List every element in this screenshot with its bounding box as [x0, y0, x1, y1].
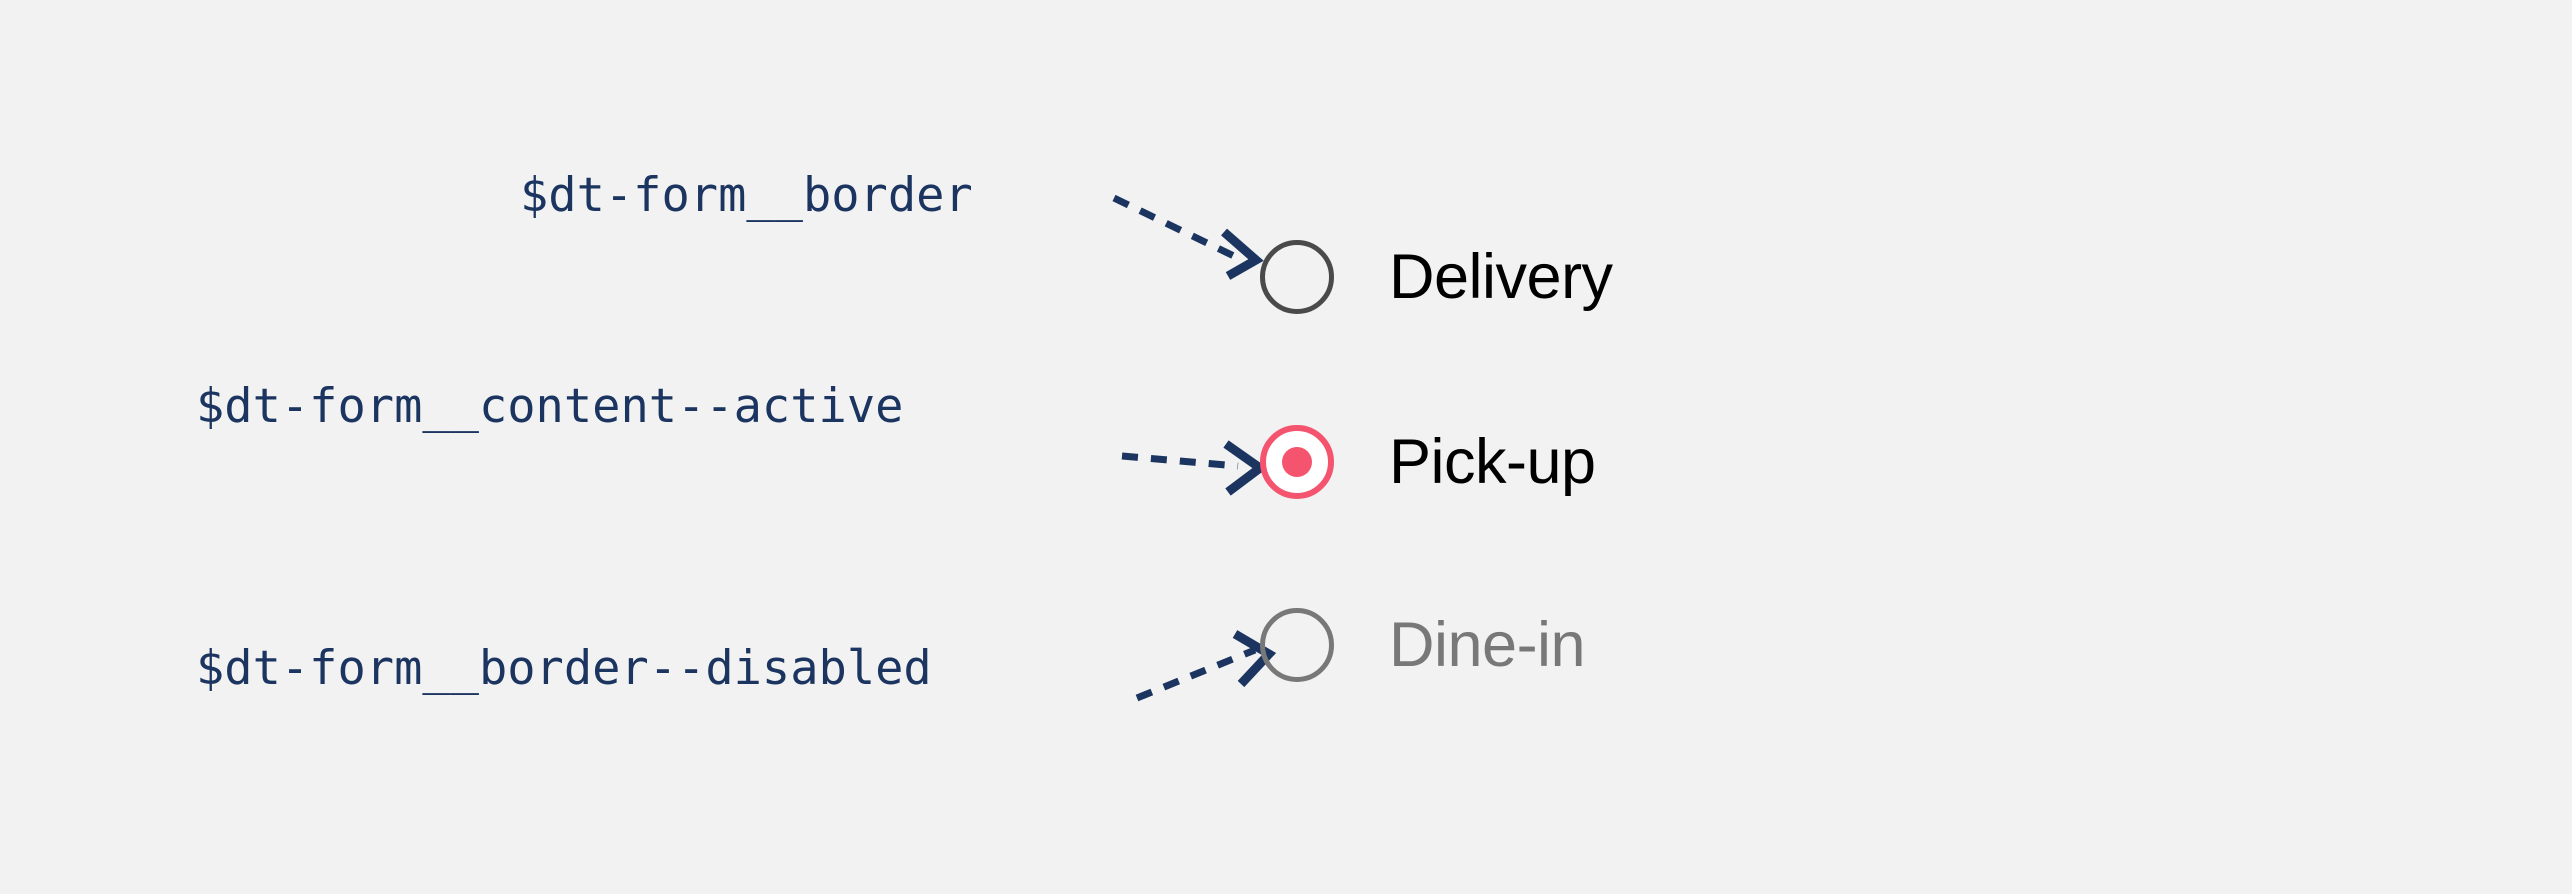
radio-inner-dot-icon — [1282, 447, 1312, 477]
arrow-to-pickup-radio — [1121, 440, 1268, 496]
token-label-form-content-active: $dt-form__content--active — [196, 379, 904, 434]
arrow-to-delivery-radio — [1112, 194, 1264, 280]
token-label-form-border-disabled: $dt-form__border--disabled — [196, 641, 932, 696]
radio-label-dinein: Dine-in — [1389, 609, 1586, 680]
radio-label-pickup[interactable]: Pick-up — [1389, 426, 1596, 497]
radio-label-delivery[interactable]: Delivery — [1389, 241, 1613, 312]
radio-option-delivery[interactable]: Delivery — [1260, 240, 1613, 314]
radio-button-icon-pickup-selected[interactable] — [1260, 425, 1334, 499]
radio-button-icon-delivery[interactable] — [1260, 240, 1334, 314]
radio-option-pickup[interactable]: Pick-up — [1260, 425, 1596, 499]
radio-button-icon-dinein-disabled — [1260, 608, 1334, 682]
radio-option-dinein: Dine-in — [1260, 608, 1586, 682]
token-label-form-border: $dt-form__border — [520, 168, 973, 223]
